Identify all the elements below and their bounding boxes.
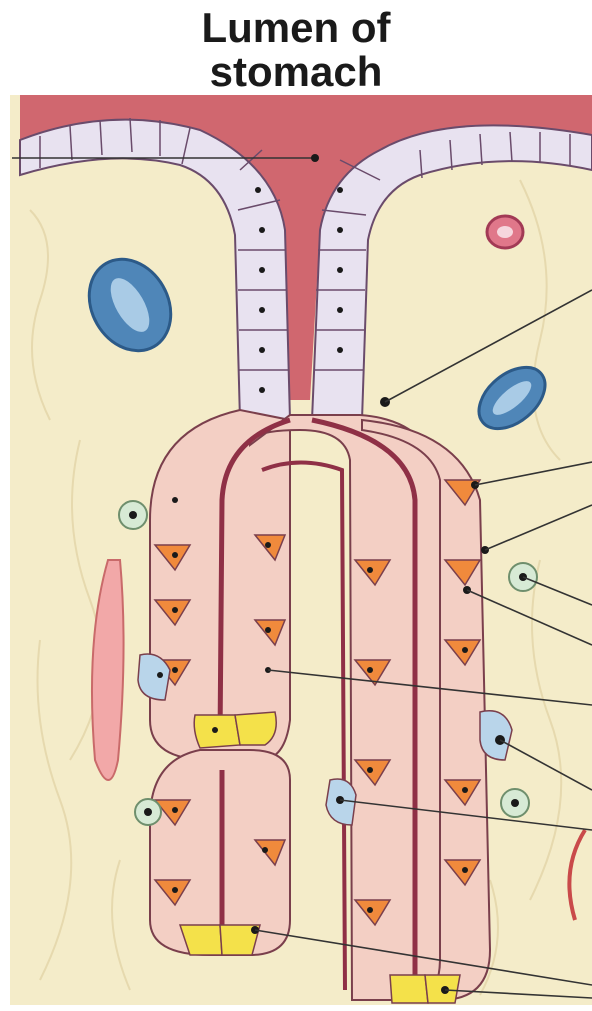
interglandular-space <box>298 466 338 1000</box>
